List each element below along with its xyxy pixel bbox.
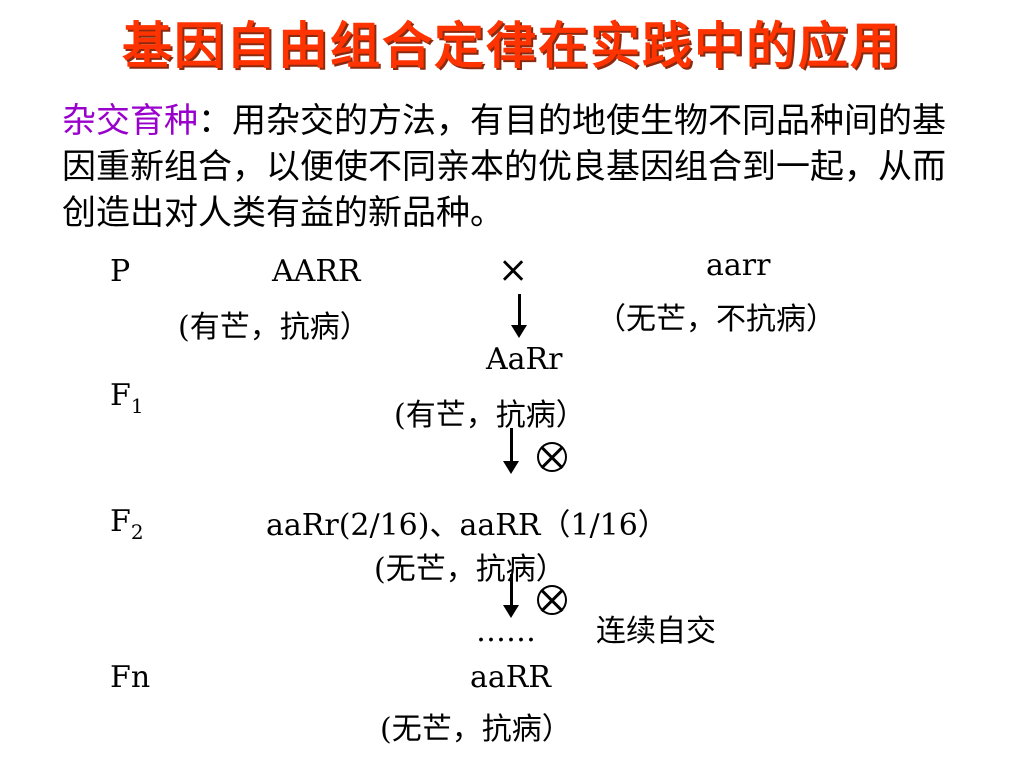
label-fn: Fn — [110, 660, 151, 695]
parent-left-genotype: AARR — [272, 254, 361, 289]
continuation-label: 连续自交 — [596, 614, 716, 649]
intro-paragraph: 杂交育种：用杂交的方法，有目的地使生物不同品种间的基因重新组合，以便使不同亲本的… — [62, 98, 962, 236]
arrow-down-icon — [511, 294, 527, 338]
slide-title: 基因自由组合定律在实践中的应用 — [122, 17, 902, 75]
selfing-symbol-icon — [537, 585, 567, 615]
continuation-dots: …… — [476, 614, 536, 649]
label-p: P — [110, 254, 131, 289]
parent-right-phenotype: （无芒，不抗病） — [596, 302, 836, 337]
fn-phenotype: (无芒，抗病） — [380, 712, 572, 747]
f1-genotype: AaRr — [486, 342, 563, 377]
fn-genotype: aaRR — [470, 660, 551, 695]
arrow-down-icon — [503, 574, 519, 618]
parent-right-genotype: aarr — [706, 248, 771, 283]
parent-left-phenotype: (有芒，抗病） — [178, 310, 370, 345]
label-f2: F2 — [110, 504, 144, 544]
intro-term: 杂交育种 — [62, 101, 198, 141]
cross-symbol: × — [498, 250, 529, 291]
arrow-down-icon — [503, 428, 519, 474]
selfing-symbol-icon — [537, 442, 567, 472]
intro-text: ：用杂交的方法，有目的地使生物不同品种间的基因重新组合，以便使不同亲本的优良基因… — [62, 101, 946, 233]
f2-phenotype: (无芒，抗病） — [374, 552, 566, 587]
f2-genotype: aaRr(2/16)、aaRR（1/16） — [266, 508, 668, 543]
f1-phenotype: (有芒，抗病） — [394, 398, 586, 433]
label-f1: F1 — [110, 378, 144, 418]
